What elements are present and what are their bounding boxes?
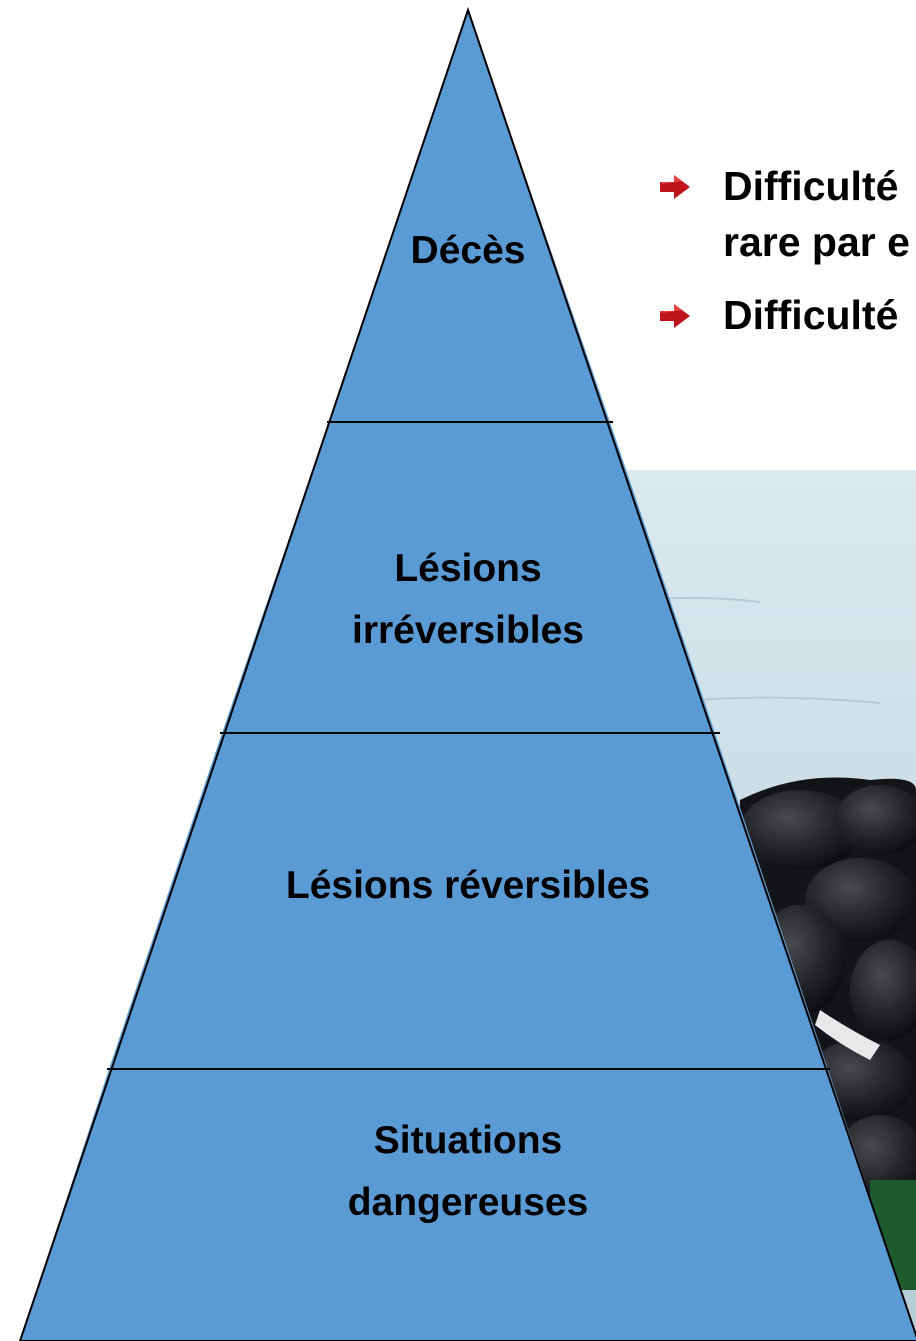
mussel-shell	[835, 785, 916, 855]
bullet-line: Difficulté	[723, 292, 899, 338]
mussel-highlight	[815, 1010, 880, 1060]
risk-pyramid	[18, 6, 916, 1341]
pyramid-level-lesions-irreversibles	[222, 422, 715, 733]
label-line: Décès	[410, 229, 526, 272]
mussel-shell	[850, 940, 916, 1040]
label-line: Lésions	[394, 547, 542, 590]
red-arrow-icon	[660, 304, 690, 328]
label-line: dangereuses	[347, 1181, 589, 1224]
pyramid-level-situations-dangereuses	[20, 1069, 916, 1341]
pyramid-label-deces: Décès	[218, 220, 718, 282]
label-line: Lésions réversibles	[285, 864, 651, 907]
bullet-text: Difficulté	[723, 287, 898, 343]
mussel-shell	[740, 790, 860, 870]
bullet-line: rare par e	[723, 219, 910, 265]
pyramid-level-lesions-reversibles	[109, 733, 828, 1069]
pyramid-label-lesions-reversibles: Lésions réversibles	[218, 855, 718, 917]
pyramid-label-lesions-irreversibles: Lésions irréversibles	[218, 538, 718, 662]
pyramid-outline	[18, 6, 916, 1341]
bullet-line: Difficulté	[723, 163, 899, 209]
pyramid-level-deces	[329, 10, 610, 422]
label-line: irréversibles	[351, 609, 584, 652]
bullet-text: Difficulté rare par e	[723, 158, 910, 270]
mussel-shell	[805, 858, 915, 942]
red-arrow-icon	[660, 175, 690, 199]
water-ripple	[699, 696, 881, 704]
pyramid-label-situations-dangereuses: Situations dangereuses	[218, 1110, 718, 1234]
label-line: Situations	[373, 1119, 563, 1162]
